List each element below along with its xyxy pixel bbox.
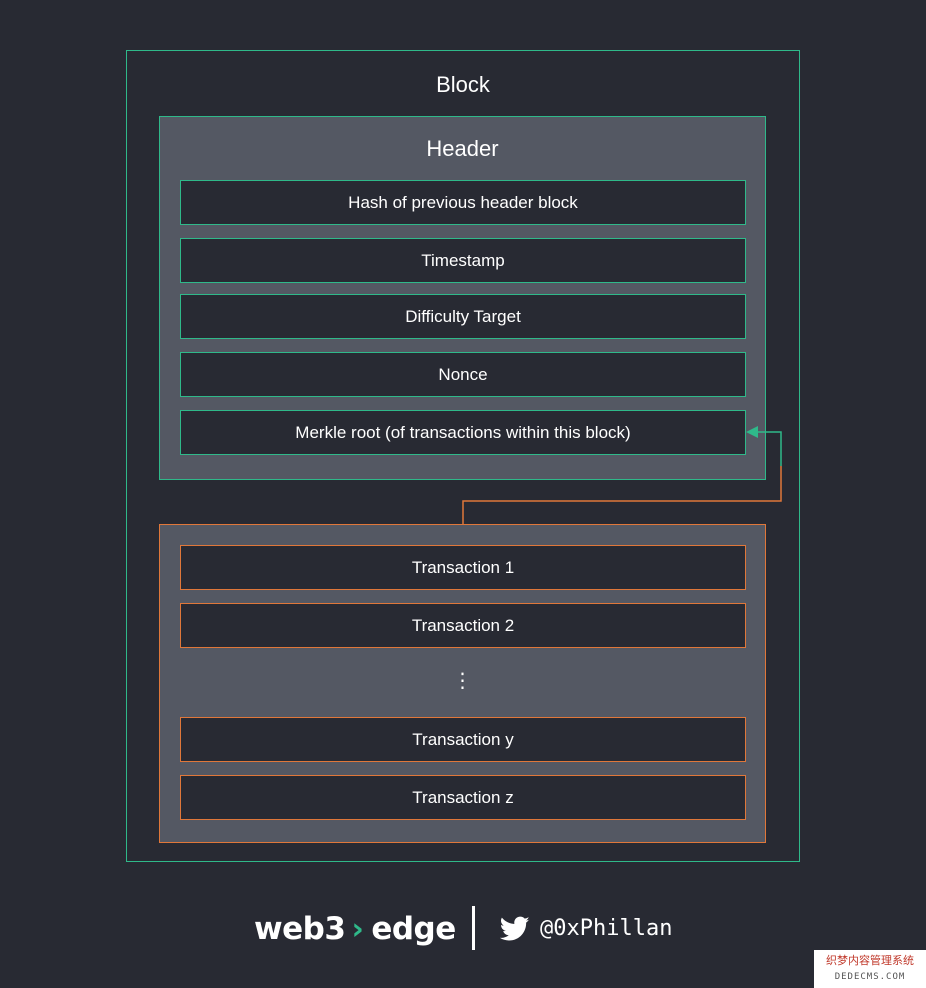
block-frame: [126, 50, 800, 862]
arrowhead-icon: [746, 426, 758, 438]
field-difficulty-target: Difficulty Target: [180, 294, 746, 339]
watermark: 织梦内容管理系统 DEDECMS.COM: [814, 950, 926, 988]
brand-logo: web3 › edge: [254, 906, 456, 952]
brand-left: web3: [254, 911, 346, 947]
field-previous-hash: Hash of previous header block: [180, 180, 746, 225]
chevron-right-icon: ›: [351, 911, 364, 947]
transaction-item: Transaction 2: [180, 603, 746, 648]
watermark-line2: DEDECMS.COM: [834, 972, 906, 982]
transaction-item: Transaction z: [180, 775, 746, 820]
brand-right: edge: [371, 911, 456, 947]
transaction-item: Transaction 1: [180, 545, 746, 590]
vertical-ellipsis: ⋮: [452, 670, 473, 692]
field-timestamp: Timestamp: [180, 238, 746, 283]
header-title: Header: [426, 136, 499, 161]
connector-line-orange: [462, 466, 782, 524]
twitter-handle: @0xPhillan: [540, 916, 673, 941]
footer-divider: [472, 906, 475, 950]
connector-line-green: [758, 431, 782, 466]
field-merkle-root: Merkle root (of transactions within this…: [180, 410, 746, 455]
field-nonce: Nonce: [180, 352, 746, 397]
block-title: Block: [436, 72, 490, 97]
watermark-line1: 织梦内容管理系统: [826, 955, 914, 967]
transaction-item: Transaction y: [180, 717, 746, 762]
twitter-bird-icon: [500, 916, 530, 941]
